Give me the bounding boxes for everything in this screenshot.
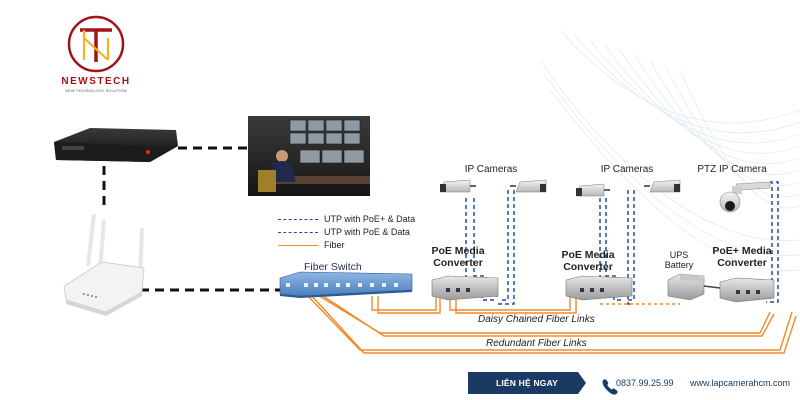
converter-label-line: PoE+ Media: [712, 245, 772, 257]
ups-label-line: Battery: [664, 260, 694, 270]
daisy-chain-label: Daisy Chained Fiber Links: [478, 314, 595, 325]
legend-item: Fiber: [278, 240, 345, 250]
legend-swatch-dashed: [278, 218, 318, 220]
legend-item: UTP with PoE & Data: [278, 227, 410, 237]
media-converter-1-icon: [431, 275, 499, 301]
brand-logo: [67, 15, 125, 73]
converter-label: PoE+ Media Converter: [700, 245, 784, 269]
media-converter-2-icon: [565, 275, 633, 301]
ip-camera-icon: [439, 179, 476, 193]
converter-label-line: Converter: [717, 257, 767, 269]
brand-tagline: NEW TECHNOLOGY SOLUTION: [65, 89, 127, 93]
ip-cameras-label: IP Cameras: [600, 164, 654, 175]
legend-swatch-solid: [278, 244, 318, 246]
black-dashed-cables: [102, 146, 280, 292]
ip-camera-icon: [510, 179, 547, 193]
phone-text[interactable]: 0837.99.25.99: [616, 378, 674, 388]
brand-name: NEWSTECH: [61, 76, 131, 87]
ups-label: UPS Battery: [658, 250, 700, 270]
contact-now-button[interactable]: LIÊN HỆ NGAY: [468, 372, 586, 394]
monitoring-room-photo: [248, 116, 370, 196]
legend-item: UTP with PoE+ & Data: [278, 214, 415, 224]
converter-label-line: PoE Media: [431, 245, 485, 257]
media-converter-3-icon: [719, 277, 775, 303]
fiber-switch-label: Fiber Switch: [304, 261, 362, 273]
redundant-links-label: Redundant Fiber Links: [486, 338, 587, 349]
phone-number[interactable]: 0837.99.25.99: [602, 378, 674, 388]
legend-label: UTP with PoE+ & Data: [324, 214, 416, 224]
ptz-camera-icon: [719, 181, 771, 213]
fiber-links: [305, 293, 797, 354]
converter-label-line: PoE Media: [561, 249, 615, 261]
converter-label-line: Converter: [563, 261, 613, 273]
ip-camera-icon: [575, 183, 610, 197]
ip-camera-icon: [644, 179, 681, 193]
legend-swatch-dashed: [278, 231, 318, 233]
fiber-switch-icon: [279, 271, 413, 298]
background-swooshes: [539, 29, 800, 272]
ups-label-line: UPS: [669, 250, 689, 260]
ip-cameras-label: IP Cameras: [464, 164, 518, 175]
legend-label: Fiber: [324, 240, 345, 250]
phone-icon: [602, 379, 618, 395]
nvr-recorder-icon: [54, 128, 178, 162]
website-link[interactable]: www.lapcamerahcm.com: [690, 378, 791, 388]
ups-battery-icon: [667, 273, 721, 301]
legend-label: UTP with PoE & Data: [324, 227, 410, 237]
converter-label-line: Converter: [433, 257, 483, 269]
converter-label: PoE Media Converter: [548, 249, 628, 273]
ptz-camera-label: PTZ IP Camera: [697, 164, 767, 175]
wifi-router-icon: [63, 213, 145, 316]
converter-label: PoE Media Converter: [418, 245, 498, 269]
